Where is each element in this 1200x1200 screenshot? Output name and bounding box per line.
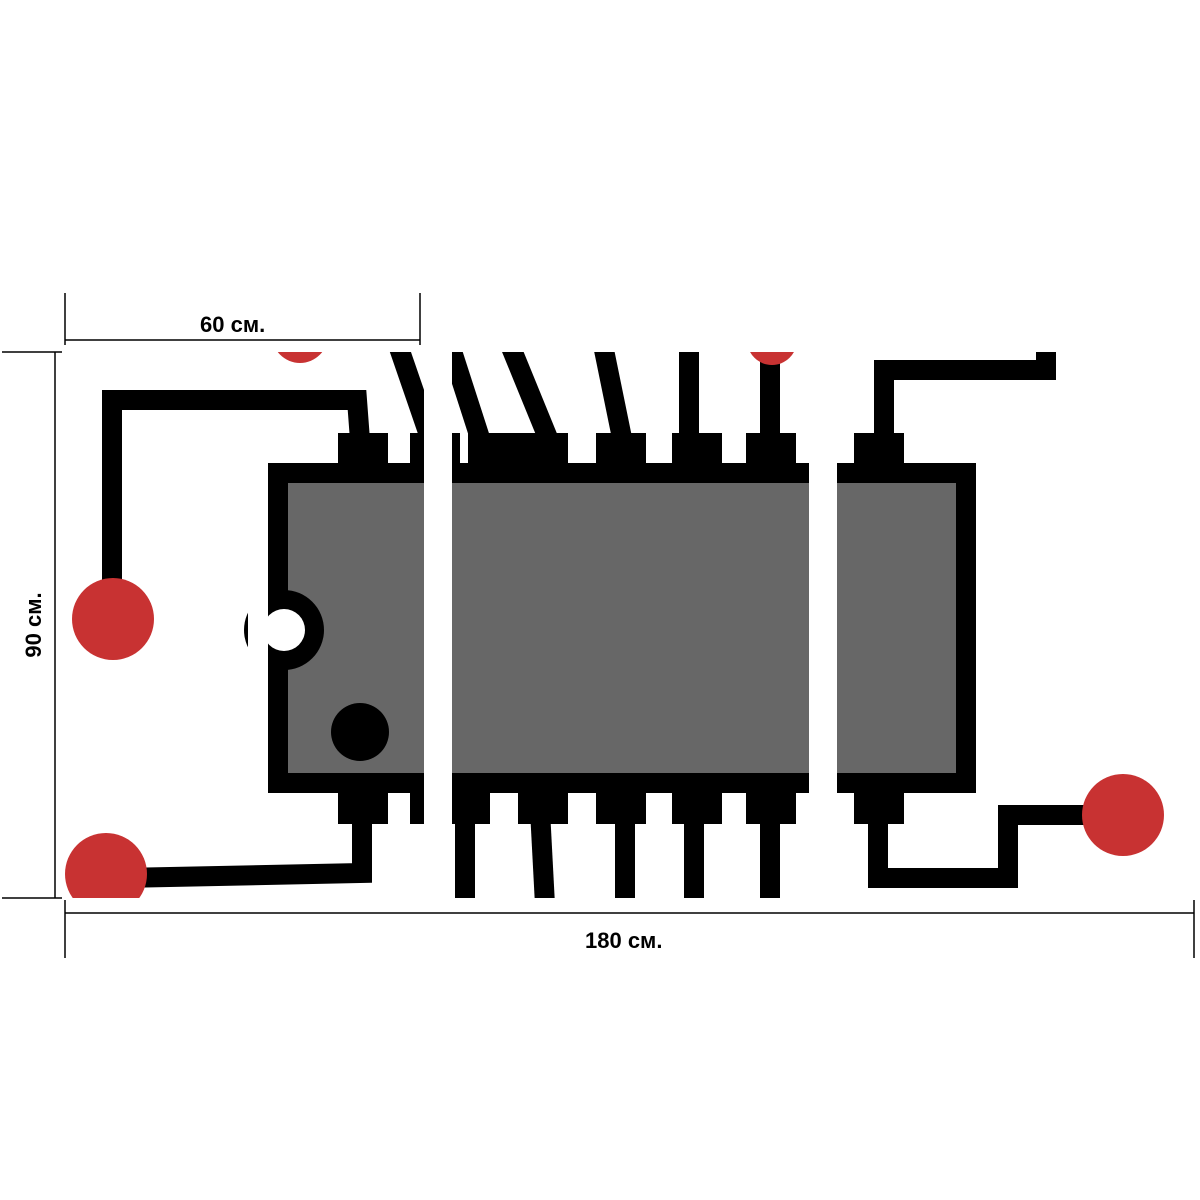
pad-top-right — [750, 352, 794, 365]
height-label: 90 см. — [21, 592, 46, 658]
pad-right — [1082, 774, 1164, 856]
panel-gaps — [424, 352, 837, 898]
chip-body — [244, 463, 976, 793]
circuit-artwork — [65, 352, 1197, 898]
solder-pads — [65, 352, 1164, 898]
panel-width-label: 60 см. — [200, 312, 266, 337]
total-width-label: 180 см. — [585, 928, 663, 953]
dimension-lines — [2, 293, 1195, 958]
pin1-marker-dot — [331, 703, 389, 761]
pad-top-left — [277, 352, 323, 363]
pad-left-middle — [72, 578, 154, 660]
pad-left-bottom — [65, 833, 147, 898]
